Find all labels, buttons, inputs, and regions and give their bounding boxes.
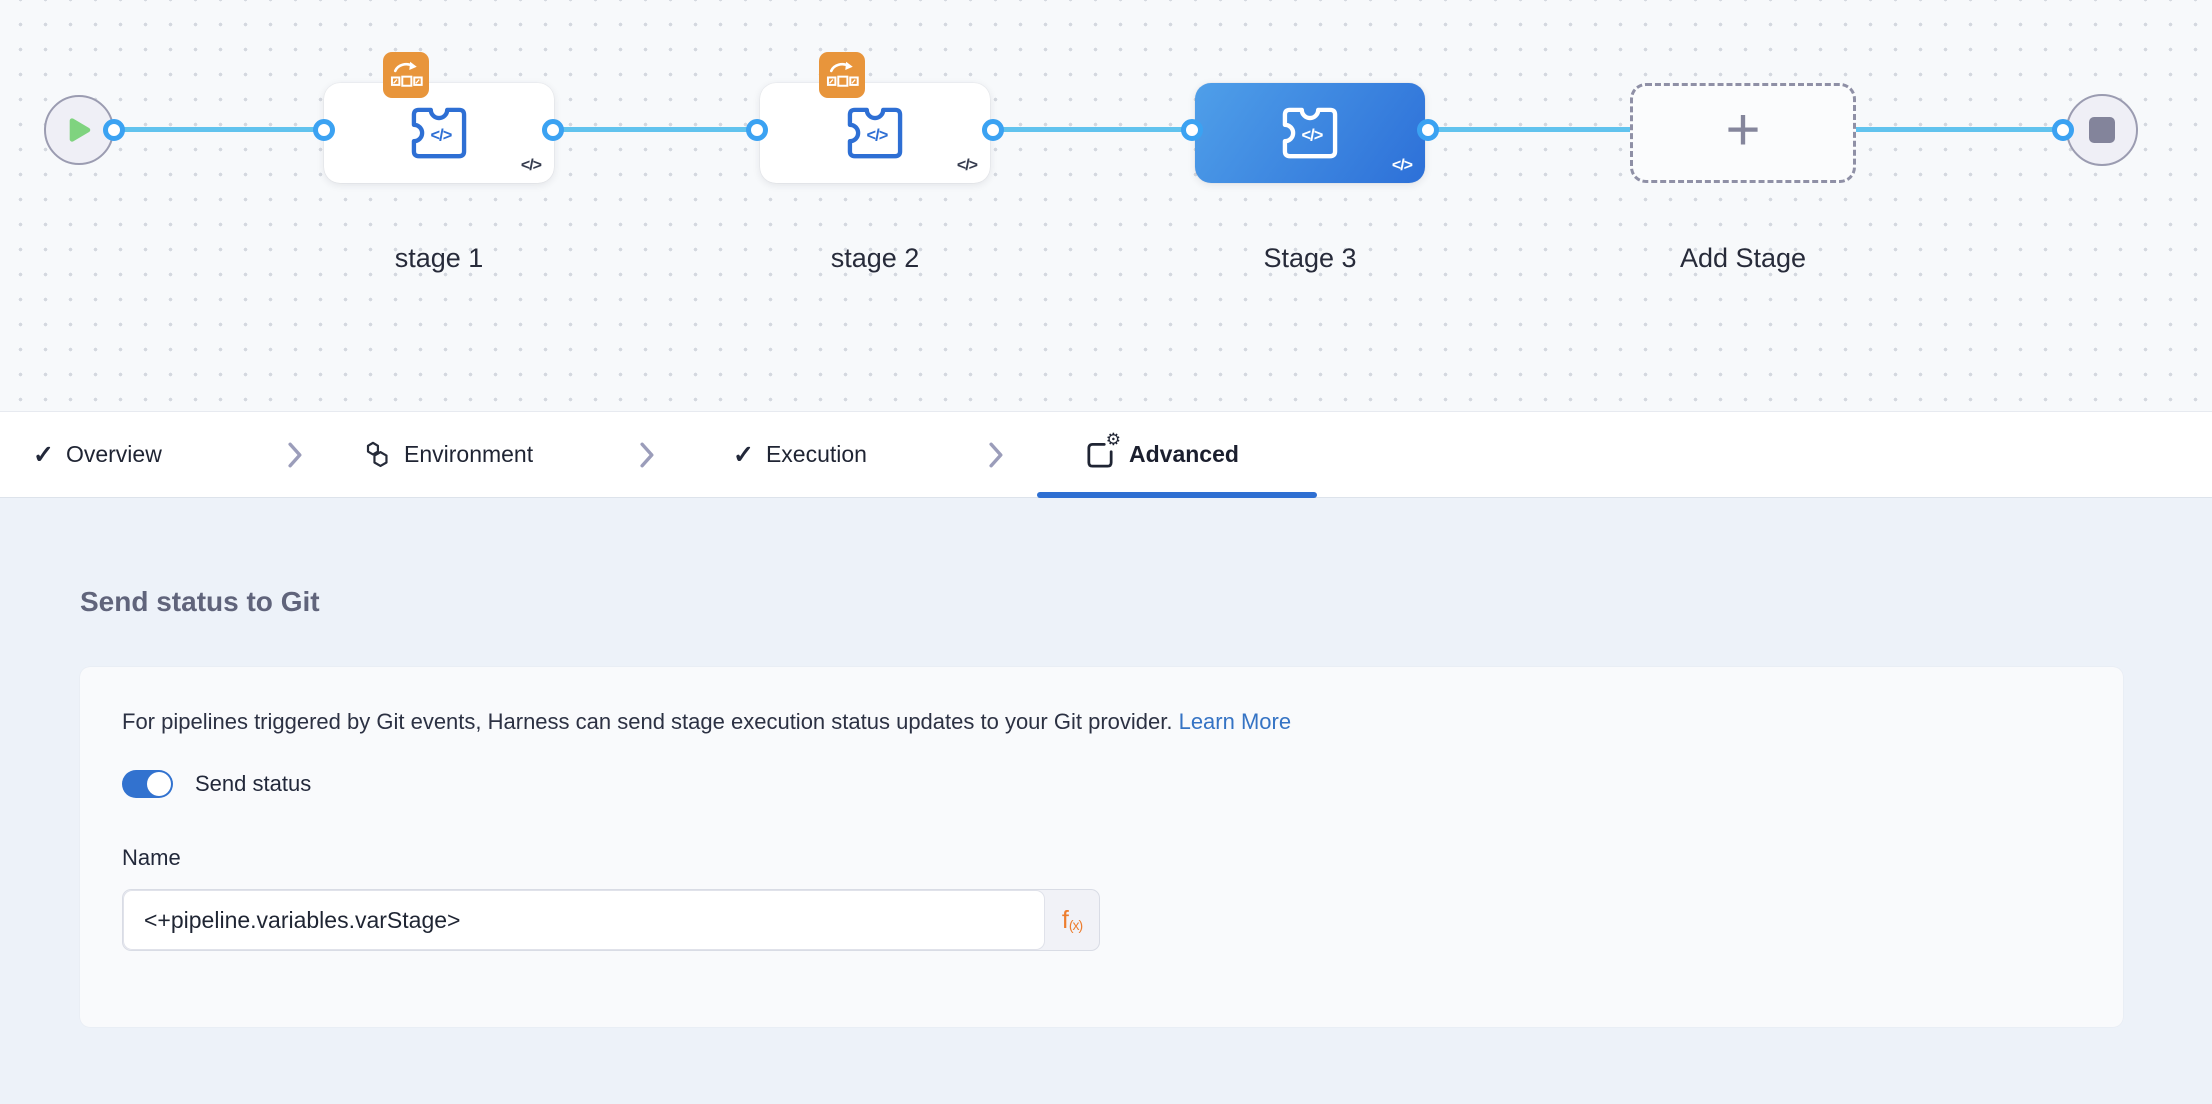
add-stage-label: Add Stage — [1679, 243, 1807, 273]
description-text: For pipelines triggered by Git events, H… — [122, 709, 1291, 735]
tab-label: Environment — [404, 441, 534, 467]
port-start-out[interactable] — [103, 119, 125, 141]
stage-node-stage1[interactable]: </> </> — [324, 52, 554, 183]
tab-execution[interactable]: ✓ Execution — [733, 412, 867, 497]
learn-more-link[interactable]: Learn More — [1178, 709, 1292, 734]
code-glyph: </> — [1391, 157, 1413, 174]
custom-stage-icon: </> — [1279, 106, 1341, 160]
fx-sub: (x) — [1068, 917, 1083, 933]
add-stage-button[interactable]: + — [1630, 83, 1856, 183]
code-glyph: </> — [520, 157, 542, 174]
tab-advanced-active[interactable]: ⚙ Advanced — [1083, 412, 1239, 497]
stage-label: stage 1 — [394, 243, 484, 273]
svg-text:</>: </> — [867, 127, 888, 145]
section-title: Send status to Git — [80, 586, 320, 617]
end-node — [2066, 94, 2138, 166]
toggle-knob — [147, 772, 171, 796]
port-stage1-in[interactable] — [313, 119, 335, 141]
tab-label: Execution — [765, 441, 867, 467]
tab-overview[interactable]: ✓ Overview — [33, 412, 162, 497]
box-gear-icon: ⚙ — [1083, 431, 1121, 472]
template-badge-icon — [819, 52, 865, 98]
tab-label: Advanced — [1129, 441, 1239, 467]
stage-node-stage3-selected[interactable]: </> </> — [1195, 83, 1425, 183]
code-glyph: </> — [956, 157, 978, 174]
chevron-right-icon — [989, 442, 1004, 468]
send-status-toggle[interactable] — [122, 770, 173, 798]
check-icon: ✓ — [33, 440, 54, 469]
tab-environment[interactable]: Environment — [362, 412, 533, 497]
stage-label: stage 2 — [830, 243, 920, 273]
stage-label: Stage 3 — [1263, 243, 1357, 273]
chevron-right-icon — [288, 442, 303, 468]
start-node — [44, 95, 114, 165]
check-icon: ✓ — [733, 440, 754, 469]
send-status-card: For pipelines triggered by Git events, H… — [80, 667, 2123, 1027]
environment-hexagons-icon — [362, 440, 392, 470]
port-stage3-in[interactable] — [1181, 119, 1203, 141]
edge-stage3-addstage — [1428, 127, 1630, 132]
play-icon — [67, 116, 92, 144]
custom-stage-icon: </> — [408, 106, 470, 160]
name-label: Name — [122, 845, 181, 870]
active-tab-underline — [1037, 492, 1317, 498]
plus-icon: + — [1725, 96, 1761, 163]
port-stage2-in[interactable] — [746, 119, 768, 141]
port-stage3-out[interactable] — [1417, 119, 1439, 141]
advanced-panel: Send status to Git For pipelines trigger… — [0, 498, 2212, 1104]
pipeline-canvas[interactable]: </> </> </> — [0, 0, 2212, 412]
gear-icon: ⚙ — [1105, 429, 1121, 449]
name-input[interactable] — [123, 890, 1045, 950]
svg-text:</>: </> — [431, 127, 452, 145]
template-badge-icon — [383, 52, 429, 98]
svg-text:</>: </> — [1302, 127, 1323, 145]
port-stage2-out[interactable] — [982, 119, 1004, 141]
edge-stage2-stage3 — [993, 127, 1195, 132]
edge-start-stage1 — [114, 127, 324, 132]
stage-setup-tab-bar: ✓ Overview Environment ✓ Executi — [0, 412, 2212, 498]
stop-icon — [2089, 117, 2115, 143]
send-status-toggle-row: Send status — [122, 770, 311, 798]
port-stage1-out[interactable] — [542, 119, 564, 141]
custom-stage-icon: </> — [844, 106, 906, 160]
fx-icon: f — [1061, 905, 1069, 934]
edge-stage1-stage2 — [553, 127, 760, 132]
stage-node-stage2[interactable]: </> </> — [760, 52, 990, 183]
name-input-group: f(x) — [122, 889, 1100, 951]
expression-fx-button[interactable]: f(x) — [1045, 890, 1099, 950]
chevron-right-icon — [640, 442, 655, 468]
port-end-in[interactable] — [2052, 119, 2074, 141]
toggle-label: Send status — [195, 771, 312, 796]
edge-addstage-end — [1856, 127, 2063, 132]
tab-label: Overview — [65, 441, 162, 467]
description-body: For pipelines triggered by Git events, H… — [122, 709, 1179, 734]
